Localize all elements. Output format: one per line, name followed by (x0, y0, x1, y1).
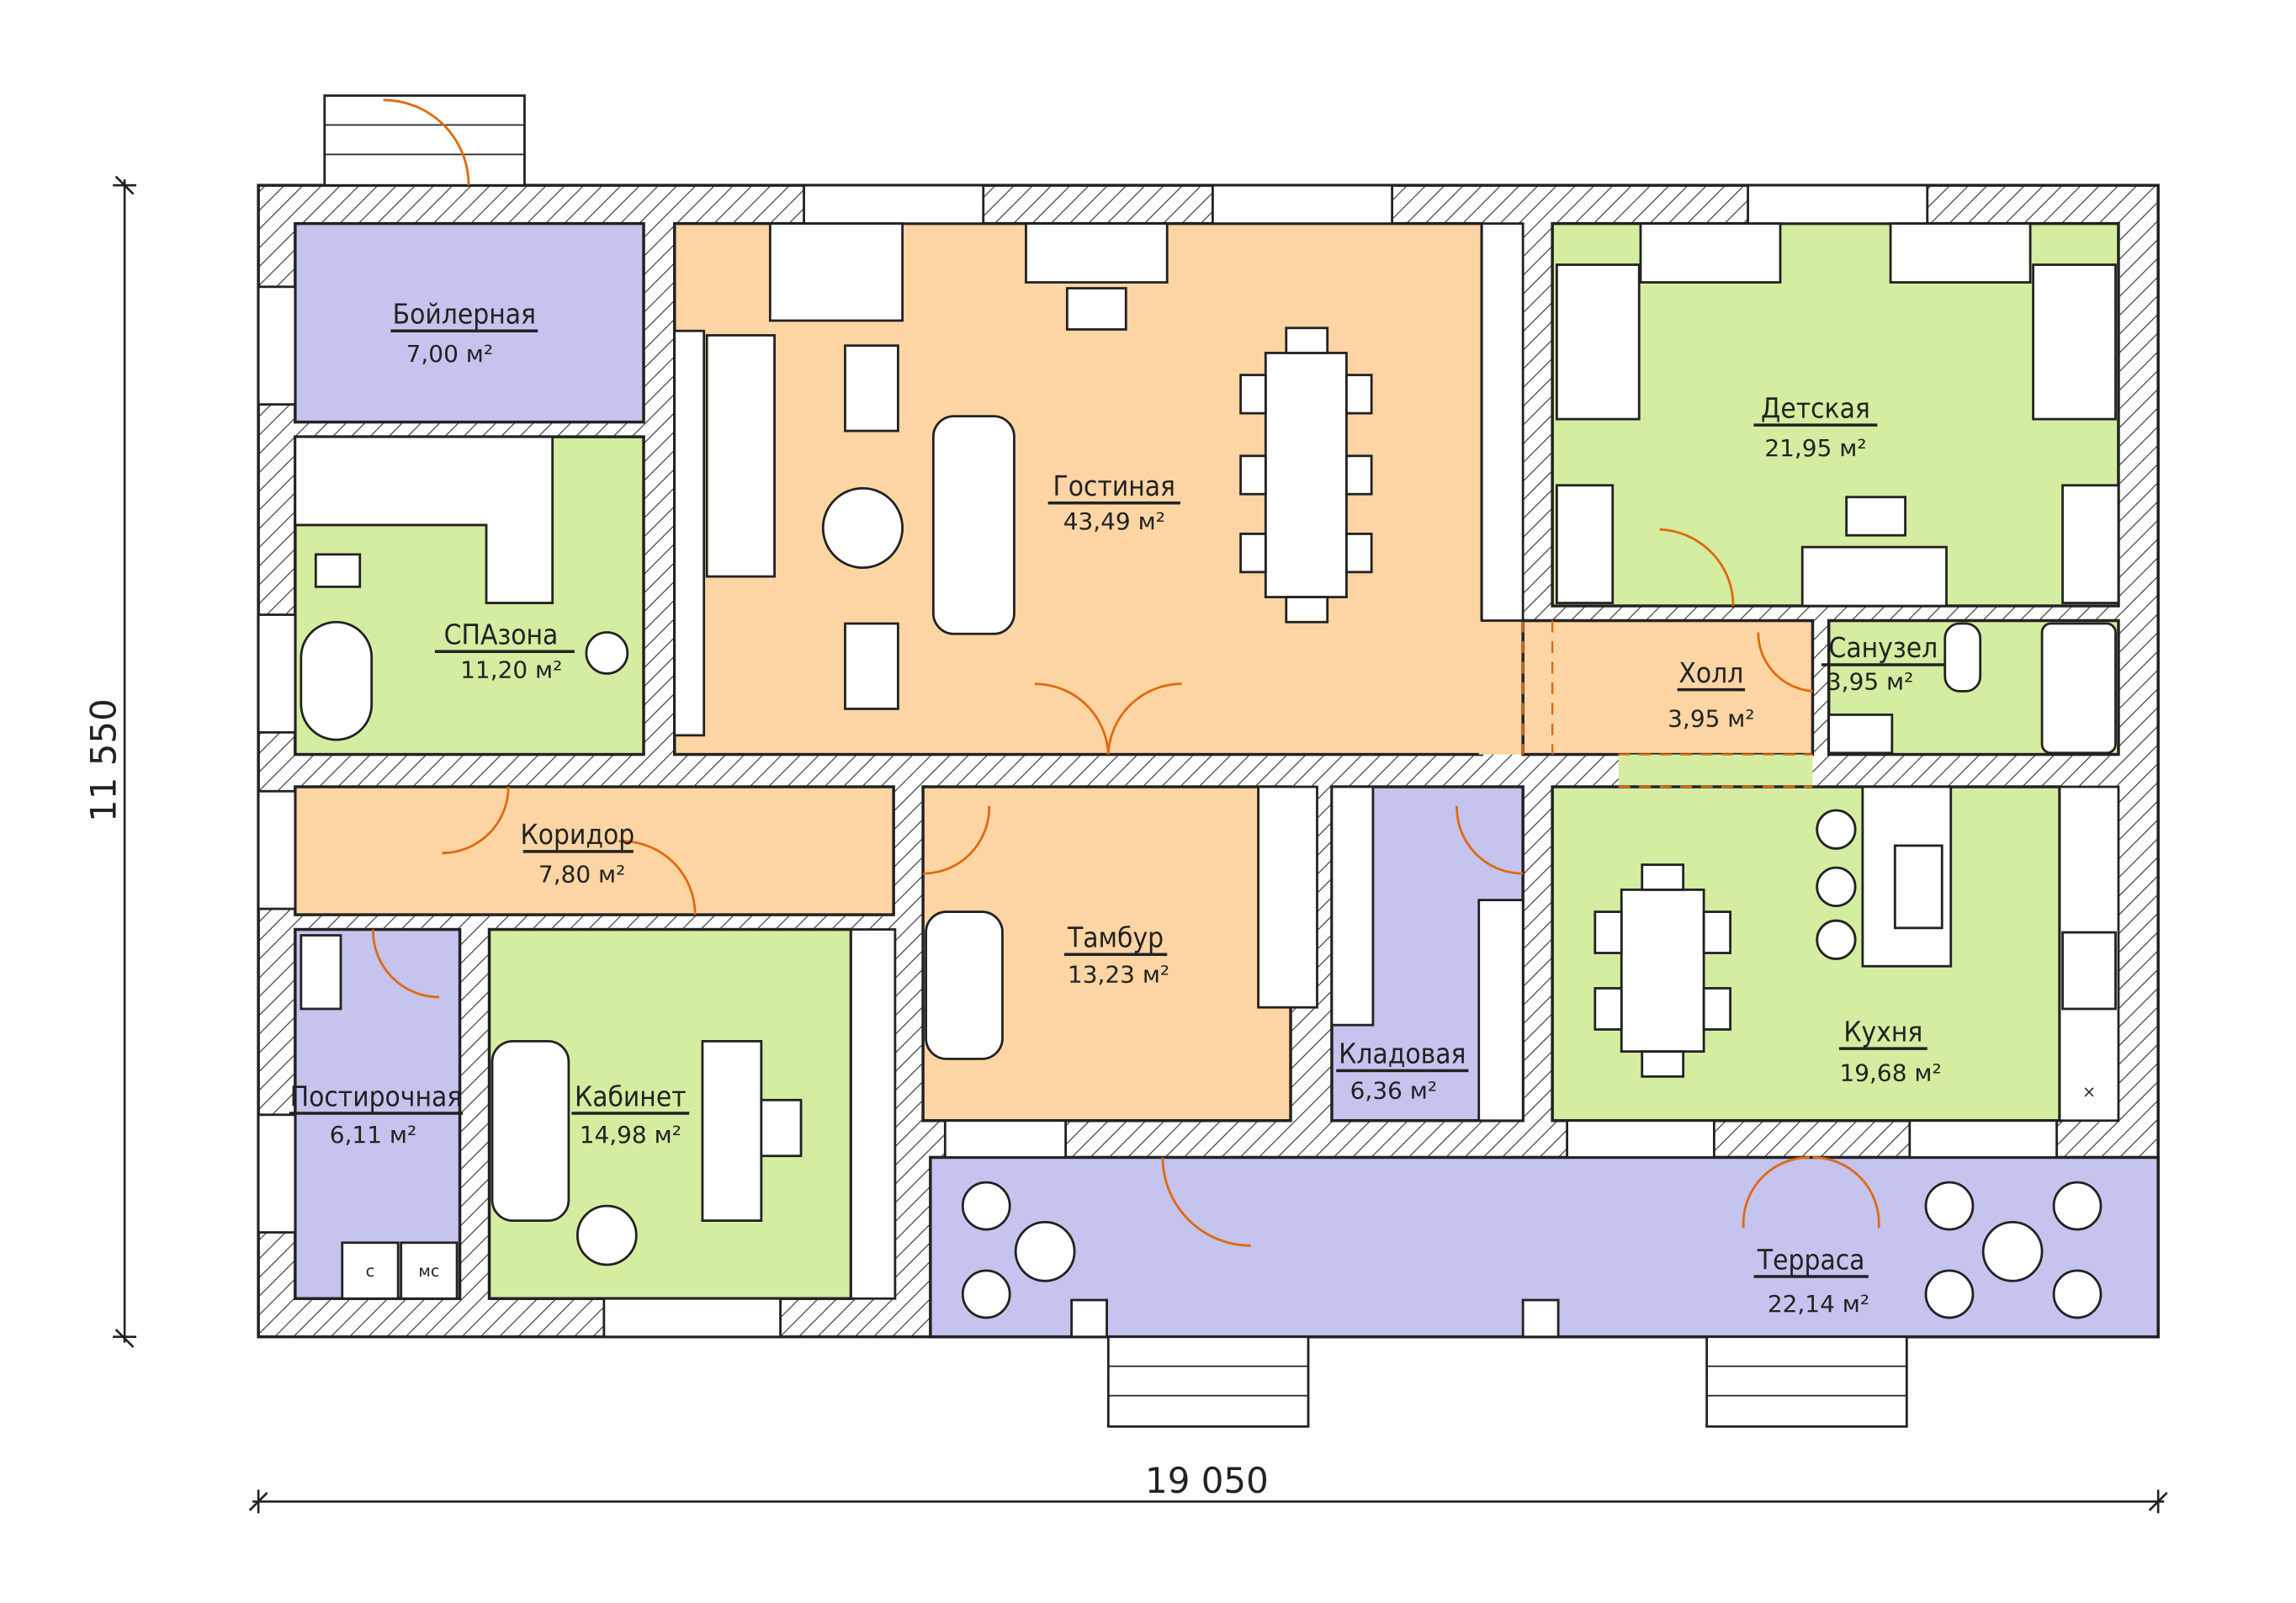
label-kids: Детская (1761, 391, 1870, 424)
room-labels: Бойлерная 7,00 м² Гостиная 43,49 м² Детс… (289, 297, 1945, 1318)
furniture: с мс × (294, 222, 2120, 1319)
door-kids (1659, 528, 1735, 607)
area-pantry: 6,36 м² (1350, 1077, 1437, 1105)
door-kitchen-terrace (1742, 1156, 1880, 1229)
door-laundry (372, 929, 440, 999)
room-hall[interactable] (1521, 618, 1815, 756)
door-entrance-back (383, 98, 470, 186)
washer-label: с (366, 1261, 375, 1281)
doors (372, 98, 1880, 1247)
door-living-double (1034, 682, 1182, 755)
area-spa: 11,20 м² (460, 656, 562, 684)
label-corridor: Коридор (521, 818, 635, 851)
label-hall: Холл (1678, 656, 1743, 689)
area-living: 43,49 м² (1063, 507, 1165, 535)
area-hall: 3,95 м² (1668, 704, 1754, 732)
dimensions (113, 175, 2168, 1514)
area-terrace: 22,14 м² (1768, 1290, 1869, 1318)
door-office (618, 840, 697, 916)
dishwasher-icon: × (2082, 1082, 2096, 1101)
steps (323, 94, 1908, 1428)
door-bath (1757, 632, 1813, 693)
area-corridor: 7,80 м² (538, 861, 625, 889)
door-terrace (1161, 1157, 1251, 1247)
door-spa (442, 787, 510, 855)
dimension-height: 11 550 (83, 698, 125, 822)
area-bath: 3,95 м² (1827, 668, 1913, 696)
label-terrace: Терраса (1757, 1243, 1865, 1276)
area-kitchen: 19,68 м² (1839, 1059, 1941, 1087)
label-boiler: Бойлерная (393, 297, 536, 330)
label-kitchen: Кухня (1843, 1015, 1922, 1048)
label-bath: Санузел (1829, 631, 1938, 664)
area-vestibule: 13,23 м² (1068, 960, 1169, 988)
room-living-ext (1478, 620, 1524, 755)
door-vestibule (923, 805, 991, 875)
label-vestibule: Тамбур (1067, 921, 1164, 954)
dryer-label: мс (418, 1261, 439, 1281)
label-pantry: Кладовая (1339, 1038, 1466, 1070)
windows (257, 183, 2058, 1339)
room-boiler[interactable] (294, 221, 645, 424)
door-pantry (1456, 805, 1524, 875)
area-laundry: 6,11 м² (330, 1121, 416, 1149)
label-office: Кабинет (575, 1080, 687, 1112)
label-spa: СПАзона (444, 618, 559, 650)
area-office: 14,98 м² (580, 1121, 681, 1149)
area-boiler: 7,00 м² (406, 340, 493, 368)
room-hall-passage (1618, 754, 1813, 788)
label-living: Гостиная (1053, 470, 1175, 502)
area-kids: 21,95 м² (1764, 434, 1866, 462)
zone-borders (1521, 620, 1813, 788)
label-laundry: Постирочная (290, 1080, 463, 1112)
dimension-width: 19 050 (1145, 1460, 1269, 1501)
